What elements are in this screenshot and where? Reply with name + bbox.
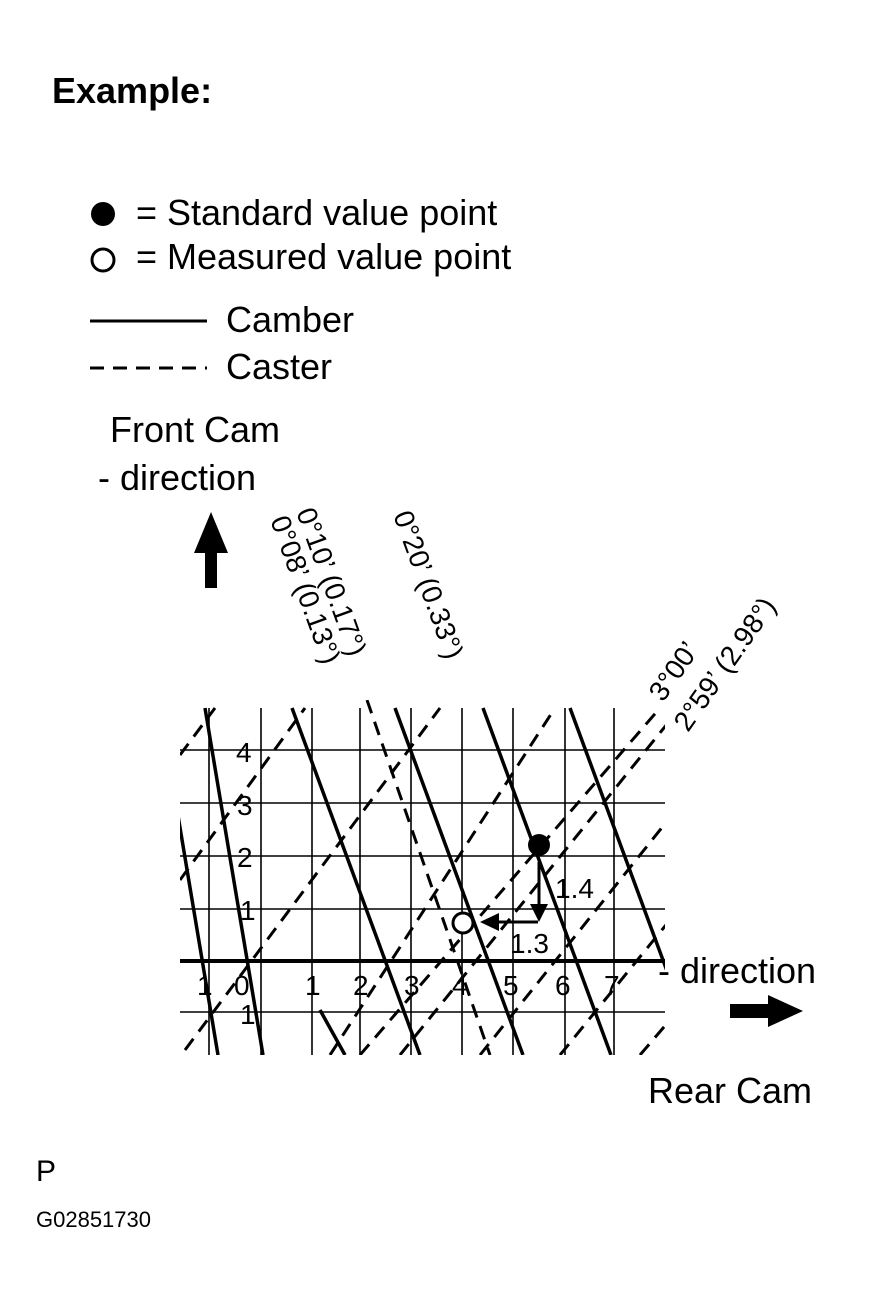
vertical-adjustment-value: 1.4: [555, 873, 594, 904]
legend-measured-point-icon: [90, 247, 116, 273]
standard-value-point: [528, 834, 550, 856]
adjustment-arrows: [480, 862, 548, 931]
rear-cam-label: Rear Cam: [648, 1070, 813, 1111]
x-tick-label: 6: [555, 970, 571, 1001]
camber-lines: [180, 707, 665, 1055]
caster-lines: [180, 700, 665, 1055]
x-tick-label: 0: [234, 970, 250, 1001]
x-tick-label: 7: [604, 970, 620, 1001]
x-tick-label: 2: [353, 970, 369, 1001]
legend-standard-point-label: = Standard value point: [136, 192, 498, 233]
figure-code: G02851730: [36, 1207, 151, 1232]
y-tick-label: 4: [236, 737, 252, 768]
y-tick-label: 2: [237, 842, 253, 873]
rear-cam-arrow-icon: [730, 995, 803, 1027]
horizontal-adjustment-value: 1.3: [510, 928, 549, 959]
x-axis-ticks: 1 0 1 2 3 4 5 6 7: [197, 970, 620, 1001]
legend-measured-point-label: = Measured value point: [136, 236, 512, 277]
legend-caster-label: Caster: [226, 346, 333, 387]
x-tick-label: 5: [503, 970, 519, 1001]
y-tick-label: 1: [240, 895, 256, 926]
y-tick-label: 3: [237, 790, 253, 821]
legend-camber-label: Camber: [226, 299, 355, 340]
front-cam-direction-label: - direction: [98, 457, 257, 498]
camber-angle-label-020: 0°20’ (0.33°): [387, 506, 469, 662]
x-tick-label: 1: [305, 970, 321, 1001]
x-tick-label: 3: [404, 970, 420, 1001]
rear-cam-direction-label: - direction: [658, 950, 817, 991]
y-tick-label: 1: [240, 999, 256, 1030]
figure-letter: P: [36, 1155, 57, 1188]
front-cam-label: Front Cam: [110, 409, 281, 450]
page-title: Example:: [52, 70, 213, 111]
x-tick-label: 1: [197, 970, 213, 1001]
x-tick-label: 4: [452, 970, 468, 1001]
measured-value-point: [451, 911, 475, 935]
front-cam-arrow-icon: [194, 512, 228, 588]
y-axis-ticks: 4 3 2 1 1: [236, 737, 256, 1030]
legend-standard-point-icon: [91, 202, 115, 226]
